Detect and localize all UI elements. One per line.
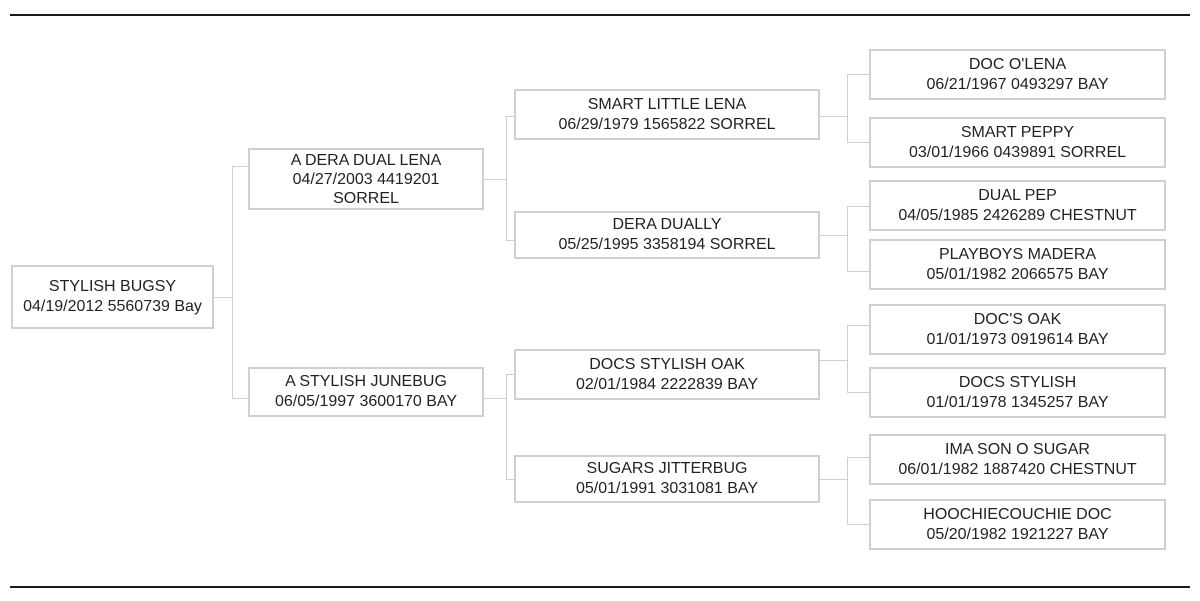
horse-info: 04/19/2012 5560739 Bay (23, 298, 202, 315)
connector-line (506, 374, 507, 479)
connector-line (232, 166, 233, 398)
horse-name: DOCS STYLISH (958, 373, 1077, 391)
connector-line (232, 166, 248, 167)
connector-line (847, 524, 869, 525)
sire-sire-box: SMART LITTLE LENA 06/29/1979 1565822 SOR… (514, 89, 820, 140)
great-grandparent-box: PLAYBOYS MADERA 05/01/1982 2066575 BAY (869, 239, 1166, 290)
horse-name: SMART PEPPY (960, 123, 1075, 141)
horse-name: DERA DUALLY (612, 216, 722, 233)
horse-name: SMART LITTLE LENA (587, 95, 747, 113)
dam-sire-box: DOCS STYLISH OAK 02/01/1984 2222839 BAY (514, 349, 820, 400)
great-grandparent-box: SMART PEPPY 03/01/1966 0439891 SORREL (869, 117, 1166, 168)
connector-line (847, 457, 869, 458)
connector-line (214, 297, 232, 298)
connector-line (847, 271, 869, 272)
horse-name: HOOCHIECOUCHIE DOC (923, 505, 1112, 523)
horse-info: 05/01/1991 3031081 BAY (575, 480, 759, 497)
connector-line (484, 398, 506, 399)
horse-info: 05/20/1982 1921227 BAY (926, 525, 1109, 543)
connector-line (847, 206, 869, 207)
horse-info: 06/21/1967 0493297 BAY (926, 75, 1109, 93)
horse-info: 06/29/1979 1565822 SORREL (558, 115, 776, 133)
horse-name: PLAYBOYS MADERA (938, 245, 1097, 263)
horse-name: DOCS STYLISH OAK (589, 355, 745, 373)
bottom-divider (10, 586, 1190, 588)
horse-name: DOC'S OAK (973, 310, 1062, 328)
connector-line (232, 398, 248, 399)
great-grandparent-box: DOCS STYLISH 01/01/1978 1345257 BAY (869, 367, 1166, 418)
connector-line (847, 74, 869, 75)
horse-info: 01/01/1978 1345257 BAY (926, 393, 1109, 411)
top-divider (10, 14, 1190, 16)
connector-line (847, 142, 869, 143)
connector-line (847, 325, 848, 392)
horse-info: 03/01/1966 0439891 SORREL (908, 143, 1127, 161)
connector-line (820, 116, 847, 117)
connector-line (506, 374, 514, 375)
horse-info: 05/01/1982 2066575 BAY (926, 265, 1109, 283)
horse-name: SUGARS JITTERBUG (586, 460, 748, 477)
connector-line (820, 235, 847, 236)
connector-line (820, 479, 847, 480)
connector-line (847, 74, 848, 142)
connector-line (847, 457, 848, 524)
connector-line (506, 116, 507, 240)
connector-line (506, 240, 514, 241)
horse-info: 04/05/1985 2426289 CHESTNUT (898, 206, 1137, 224)
horse-info: 06/01/1982 1887420 CHESTNUT (898, 460, 1137, 478)
dam-box: A STYLISH JUNEBUG 06/05/1997 3600170 BAY (248, 367, 484, 417)
dam-dam-box: SUGARS JITTERBUG 05/01/1991 3031081 BAY (514, 455, 820, 503)
horse-info: 05/25/1995 3358194 SORREL (558, 236, 776, 253)
horse-info: 04/27/2003 4419201 (292, 170, 440, 188)
connector-line (484, 179, 506, 180)
sire-dam-box: DERA DUALLY 05/25/1995 3358194 SORREL (514, 211, 820, 259)
connector-line (847, 325, 869, 326)
subject-horse-box: STYLISH BUGSY 04/19/2012 5560739 Bay (11, 265, 214, 329)
great-grandparent-box: DOC O'LENA 06/21/1967 0493297 BAY (869, 49, 1166, 100)
connector-line (820, 360, 847, 361)
horse-info: 02/01/1984 2222839 BAY (575, 375, 759, 393)
horse-info: 06/05/1997 3600170 BAY (274, 393, 458, 410)
horse-info-color: SORREL (333, 189, 399, 207)
connector-line (847, 206, 848, 271)
horse-info: 01/01/1973 0919614 BAY (926, 330, 1109, 348)
horse-name: DUAL PEP (978, 186, 1057, 204)
connector-line (506, 116, 514, 117)
great-grandparent-box: HOOCHIECOUCHIE DOC 05/20/1982 1921227 BA… (869, 499, 1166, 550)
great-grandparent-box: DUAL PEP 04/05/1985 2426289 CHESTNUT (869, 180, 1166, 231)
horse-name: STYLISH BUGSY (48, 278, 177, 295)
horse-name: IMA SON O SUGAR (945, 440, 1090, 458)
sire-box: A DERA DUAL LENA 04/27/2003 4419201 SORR… (248, 148, 484, 210)
connector-line (847, 392, 869, 393)
horse-name: A STYLISH JUNEBUG (285, 373, 447, 390)
great-grandparent-box: IMA SON O SUGAR 06/01/1982 1887420 CHEST… (869, 434, 1166, 485)
great-grandparent-box: DOC'S OAK 01/01/1973 0919614 BAY (869, 304, 1166, 355)
connector-line (506, 479, 514, 480)
horse-name: DOC O'LENA (968, 55, 1067, 73)
horse-name: A DERA DUAL LENA (290, 151, 442, 169)
